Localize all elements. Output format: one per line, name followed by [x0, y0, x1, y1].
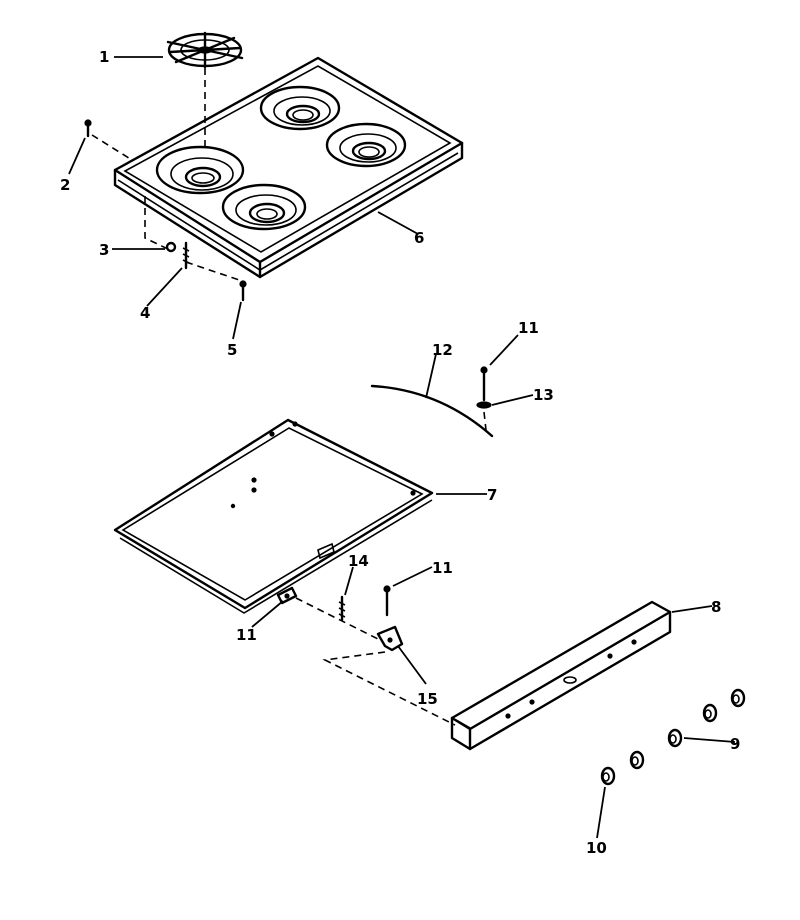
burner-well-front	[221, 183, 307, 231]
burner-box-pan	[113, 418, 434, 614]
callout-3: 3	[99, 241, 109, 259]
callout-2: 2	[60, 176, 70, 194]
burner-well-left	[155, 145, 245, 195]
bracket-part-15	[376, 625, 404, 652]
burner-well-right	[325, 122, 407, 168]
callout-10: 10	[586, 839, 607, 857]
callout-11-right: 11	[432, 559, 453, 577]
burner-well-back	[259, 85, 341, 131]
screw-part-11-upper	[480, 366, 488, 402]
spring-clip-part-4	[182, 241, 190, 270]
callout-11-left: 11	[236, 626, 257, 644]
callout-8: 8	[711, 598, 721, 616]
callout-11-upper: 11	[518, 319, 539, 337]
washer-alignment-dash	[483, 411, 487, 431]
screw-part-2	[84, 119, 92, 138]
washer-part-13	[476, 401, 492, 409]
callout-14: 14	[348, 552, 369, 570]
screw-2-alignment-dash	[91, 134, 133, 161]
callout-1: 1	[99, 48, 109, 66]
callout-4: 4	[140, 304, 150, 322]
leader-lines	[68, 56, 736, 839]
burner-grate	[166, 31, 244, 69]
spring-clip-part-14	[338, 595, 346, 622]
bracket-alignment-dash-top	[295, 597, 381, 641]
control-knob-3	[667, 728, 683, 748]
control-knob-5	[730, 688, 746, 708]
manifold-panel	[450, 600, 672, 751]
grommet-part-3	[165, 241, 177, 253]
callout-6: 6	[414, 229, 424, 247]
callout-13: 13	[533, 386, 554, 404]
screw-part-11-left	[276, 586, 298, 605]
callout-7: 7	[487, 486, 497, 504]
control-knob-1	[600, 766, 616, 786]
manifold-alignment-dash	[322, 651, 456, 726]
screw-part-5	[239, 280, 247, 302]
control-knob-2	[629, 750, 645, 770]
control-knob-4	[702, 703, 718, 723]
clip-alignment-dash	[185, 261, 246, 283]
trim-strip-part-12	[370, 384, 494, 438]
callout-12: 12	[432, 341, 453, 359]
bracket-alignment-dash	[144, 196, 171, 251]
cooktop-main-top	[113, 56, 464, 279]
callout-5: 5	[227, 341, 237, 359]
screw-part-11-right	[383, 585, 391, 617]
callout-15: 15	[417, 690, 438, 708]
callout-9: 9	[730, 735, 740, 753]
